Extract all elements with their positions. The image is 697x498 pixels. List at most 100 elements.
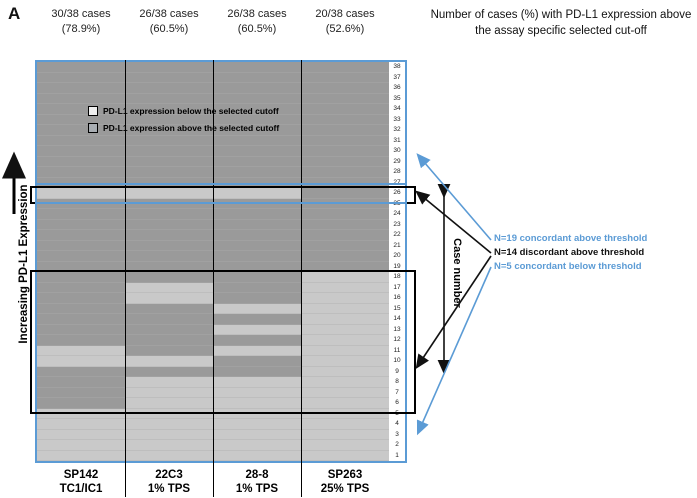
column-separator [125,60,126,497]
cell-below-cutoff [125,398,213,409]
heatmap-row [37,240,389,251]
assay-cutoff: 1% TPS [235,483,279,496]
annotation-discordant-above: N=14 discordant above threshold [494,247,645,258]
case-number: 9 [395,367,399,375]
cell-above-cutoff [125,230,213,241]
cell-below-cutoff [301,293,389,304]
cell-below-cutoff [37,429,125,440]
heatmap-row [37,398,389,409]
case-number: 21 [393,241,401,249]
cell-above-cutoff [213,356,301,367]
cell-below-cutoff [301,419,389,430]
cell-below-cutoff [37,356,125,367]
heatmap-row [37,114,389,125]
heatmap-row [37,62,389,73]
cell-above-cutoff [37,114,125,125]
column-count-28-8: 26/38 cases (60.5%) [209,7,305,37]
cell-above-cutoff [125,314,213,325]
heatmap-row [37,146,389,157]
cell-below-cutoff [125,356,213,367]
cell-above-cutoff [37,62,125,73]
cell-above-cutoff [301,146,389,157]
column-count-sp263: 20/38 cases (52.6%) [297,7,393,37]
cell-above-cutoff [213,167,301,178]
heatmap-row [37,135,389,146]
case-number: 34 [393,105,401,112]
cell-above-cutoff [37,209,125,220]
cell-above-cutoff [301,125,389,136]
above-cutoff-swatch-icon [88,123,98,133]
cases-percent: (78.9%) [61,22,101,35]
cell-above-cutoff [125,135,213,146]
cell-above-cutoff [301,240,389,251]
cell-below-cutoff [213,398,301,409]
cell-above-cutoff [213,93,301,104]
case-number: 24 [393,210,401,217]
heatmap-row [37,156,389,167]
heatmap-row [37,293,389,304]
cell-above-cutoff [125,303,213,314]
cell-below-cutoff [125,429,213,440]
case-number: 20 [393,252,401,259]
cell-above-cutoff [125,366,213,377]
cell-below-cutoff [301,377,389,388]
heatmap-row [37,230,389,241]
cell-below-cutoff [37,345,125,356]
assay-cutoff: 1% TPS [147,483,191,496]
heatmap-row [37,219,389,230]
cell-above-cutoff [213,230,301,241]
case-number: 2 [395,441,399,448]
cell-above-cutoff [37,272,125,283]
cell-above-cutoff [37,335,125,346]
case-number: 26 [393,189,401,196]
cell-above-cutoff [37,167,125,178]
case-number: 15 [393,304,401,312]
cell-above-cutoff [301,62,389,73]
heatmap-row [37,83,389,94]
heatmap-row [37,387,389,398]
heatmap-row [37,440,389,451]
cell-above-cutoff [37,314,125,325]
heatmap-plot: 3837363534333231302928272625242322212019… [35,60,407,463]
cell-below-cutoff [125,440,213,451]
cell-above-cutoff [301,72,389,83]
case-number: 14 [393,315,401,322]
cell-above-cutoff [125,335,213,346]
cell-below-cutoff [125,419,213,430]
cell-below-cutoff [301,450,389,461]
heatmap-row [37,209,389,220]
cell-above-cutoff [125,272,213,283]
assay-cutoff: 25% TPS [320,483,370,496]
cell-above-cutoff [301,188,389,199]
cell-above-cutoff [125,240,213,251]
cell-above-cutoff [213,146,301,157]
cell-below-cutoff [213,450,301,461]
cell-above-cutoff [125,62,213,73]
cell-below-cutoff [301,440,389,451]
cell-above-cutoff [213,219,301,230]
heatmap-row [37,125,389,136]
case-number: 22 [393,231,401,238]
region-divider-line [35,202,407,204]
assay-label-22c3: 22C3 1% TPS [124,468,214,497]
cases-percent: (60.5%) [237,22,277,35]
heatmap-row [37,419,389,430]
column-separator [213,60,214,497]
heatmap-row [37,251,389,262]
cell-below-cutoff [37,188,125,199]
cell-above-cutoff [301,104,389,115]
figure-title: Number of cases (%) with PD-L1 expressio… [430,9,692,38]
heatmap-row [37,324,389,335]
cell-above-cutoff [213,366,301,377]
cell-below-cutoff [301,345,389,356]
cell-below-cutoff [213,377,301,388]
assay-name: SP142 [63,469,99,481]
case-number: 35 [393,94,401,102]
case-number: 31 [393,136,401,144]
cell-above-cutoff [213,335,301,346]
cell-above-cutoff [213,251,301,262]
case-number: 27 [393,178,401,186]
cell-above-cutoff [125,72,213,83]
case-number-axis-label: Case number [451,238,463,308]
